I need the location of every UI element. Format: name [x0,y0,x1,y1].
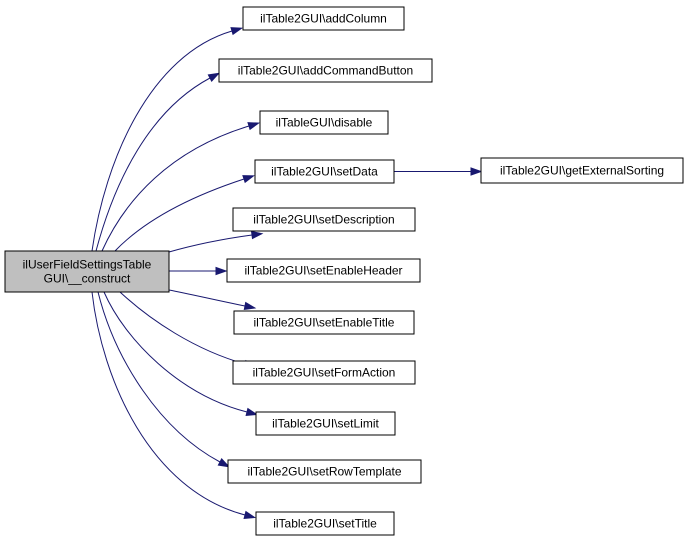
edge-root-to-setDescription-line [168,234,253,253]
node-setTitle[interactable]: ilTable2GUI\setTitle [255,511,395,536]
edge-root-to-setEnableTitle [168,289,257,311]
node-setRowTemplate[interactable]: ilTable2GUI\setRowTemplate [227,459,422,484]
edges-layer [91,27,483,519]
node-addCommandButton[interactable]: ilTable2GUI\addCommandButton [218,58,433,83]
edge-root-to-setLimit-line [103,291,248,413]
node-getExternalSorting-label: ilTable2GUI\getExternalSorting [500,164,664,178]
node-setData[interactable]: ilTable2GUI\setData [254,159,395,184]
edge-root-to-setEnableHeader [168,266,228,276]
edge-root-to-setTitle-arrowhead [243,510,257,519]
edge-root-to-setLimit-arrowhead [245,407,259,416]
node-setEnableHeader-box [226,258,421,283]
edge-root-to-setData [114,175,255,252]
edge-root-to-setTitle-line [91,291,246,516]
edge-root-to-setDescription [168,230,264,253]
edge-root-to-setEnableTitle-line [168,289,246,307]
edge-root-to-setEnableTitle-arrowhead [243,301,257,311]
node-disable-box [259,110,389,135]
node-setEnableTitle[interactable]: ilTable2GUI\setEnableTitle [233,310,415,335]
node-setData-label: ilTable2GUI\setData [271,165,378,179]
edge-root-to-disable-arrowhead [247,122,261,131]
nodes-layer: ilUserFieldSettingsTableGUI\__constructi… [4,6,684,536]
node-setRowTemplate-box [227,459,422,484]
node-addCommandButton-label: ilTable2GUI\addCommandButton [238,64,413,78]
node-setFormAction-label: ilTable2GUI\setFormAction [253,366,396,380]
edge-root-to-setFormAction-line [119,291,246,365]
node-setFormAction[interactable]: ilTable2GUI\setFormAction [232,360,416,385]
edge-root-to-setRowTemplate-arrowhead [217,458,231,468]
node-setEnableHeader[interactable]: ilTable2GUI\setEnableHeader [226,258,421,283]
edge-root-to-setRowTemplate [97,291,231,468]
edge-root-to-addColumn-arrowhead [230,27,244,36]
edge-setData-to-getExternalSorting [394,167,483,176]
node-setLimit[interactable]: ilTable2GUI\setLimit [255,411,396,436]
node-setFormAction-box [232,360,416,385]
edge-root-to-setRowTemplate-line [97,291,221,463]
edge-root-to-addColumn [91,27,244,252]
node-setTitle-box [255,511,395,536]
edge-root-to-setTitle [91,291,257,519]
node-setEnableTitle-label: ilTable2GUI\setEnableTitle [254,316,395,330]
edge-root-to-setLimit [103,291,259,416]
node-disable[interactable]: ilTableGUI\disable [259,110,389,135]
edge-root-to-setDescription-arrowhead [250,230,264,240]
edge-root-to-setData-line [114,178,245,252]
node-addColumn-box [242,6,405,31]
root-node-label: GUI\__construct [44,272,131,286]
node-setData-box [254,159,395,184]
node-addColumn-label: ilTable2GUI\addColumn [260,12,387,26]
node-setTitle-label: ilTable2GUI\setTitle [273,517,377,531]
edge-root-to-setEnableHeader-arrowhead [215,266,228,276]
edge-root-to-disable-line [101,125,250,252]
node-setDescription-label: ilTable2GUI\setDescription [253,213,394,227]
node-setEnableTitle-box [233,310,415,335]
edge-root-to-addCommandButton [95,72,221,252]
root-node-label: ilUserFieldSettingsTable [23,258,152,272]
node-addColumn[interactable]: ilTable2GUI\addColumn [242,6,405,31]
node-setEnableHeader-label: ilTable2GUI\setEnableHeader [244,264,402,278]
node-setLimit-label: ilTable2GUI\setLimit [272,417,379,431]
edge-root-to-setData-arrowhead [242,175,255,184]
node-disable-label: ilTableGUI\disable [276,116,373,130]
node-setDescription-box [232,207,416,232]
node-setRowTemplate-label: ilTable2GUI\setRowTemplate [247,465,401,479]
root-node-box [4,250,170,293]
node-addCommandButton-box [218,58,433,83]
edge-root-to-addCommandButton-arrowhead [207,72,221,82]
node-setLimit-box [255,411,396,436]
edge-root-to-addCommandButton-line [95,77,211,252]
edge-root-to-addColumn-line [91,30,233,252]
edge-setData-to-getExternalSorting-arrowhead [470,167,483,176]
node-getExternalSorting[interactable]: ilTable2GUI\getExternalSorting [480,157,684,184]
edge-root-to-disable [101,122,261,252]
node-getExternalSorting-box [480,157,684,184]
node-setDescription[interactable]: ilTable2GUI\setDescription [232,207,416,232]
